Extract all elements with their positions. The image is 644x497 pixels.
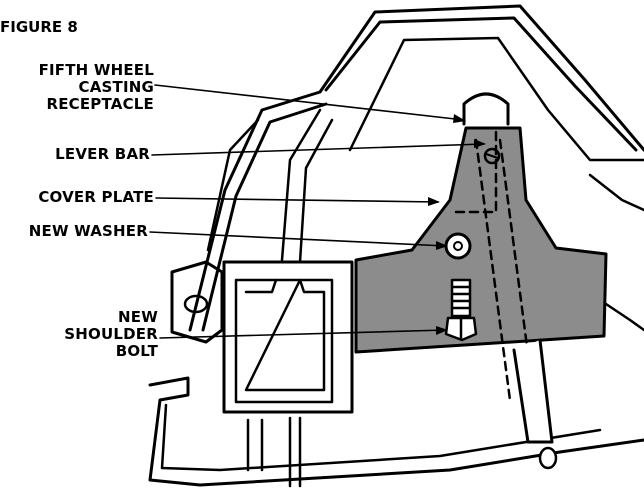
casting-housing-outline: [318, 4, 644, 152]
shoulder-bolt-threads: [450, 278, 472, 318]
casting-right-edge: [588, 173, 644, 332]
label-lever-bar: LEVER BAR: [55, 145, 150, 163]
arrowhead-cover-plate: [428, 197, 440, 206]
frame-support-posts: [246, 416, 302, 488]
leader-lever-bar: [151, 143, 485, 156]
left-bracket-arm: [188, 90, 328, 332]
label-cover-plate: COVER PLATE: [38, 188, 154, 206]
leader-fifth-wheel: [154, 84, 465, 121]
side-mount-tab: [170, 260, 224, 344]
lever-bar-lower: [512, 338, 554, 444]
label-line: CASTING: [78, 78, 154, 96]
lower-frame-rail: [148, 376, 644, 487]
label-line: FIFTH WHEEL: [38, 61, 154, 79]
leader-shoulder-bolt: [159, 329, 447, 339]
casting-housing-inner: [348, 36, 644, 162]
label-fifth-wheel-casting-receptacle: FIFTH WHEEL CASTING RECEPTACLE: [39, 62, 154, 113]
grease-fitting: [538, 446, 558, 470]
label-new-washer: NEW WASHER: [28, 222, 148, 240]
arrowhead-shoulder-bolt: [436, 326, 448, 335]
leader-new-washer: [149, 231, 447, 247]
mount-hole: [183, 294, 209, 314]
leader-cover-plate: [155, 197, 439, 203]
label-new-shoulder-bolt: NEW SHOULDER BOLT: [64, 309, 158, 360]
lever-bar-slot-mark: [485, 153, 499, 159]
arrowhead-lever-bar: [474, 139, 486, 148]
label-line: BOLT: [115, 342, 158, 360]
label-line: RECEPTACLE: [46, 95, 154, 113]
front-housing-latch: [244, 278, 326, 392]
lever-bar-slot: [483, 147, 501, 165]
figure-label: FIGURE 8: [0, 18, 78, 36]
front-housing-box: [222, 260, 354, 414]
lower-frame-rail-inner: [160, 403, 602, 472]
arrowhead-new-washer: [436, 241, 448, 250]
left-bracket-ribs: [206, 108, 334, 264]
cover-plate-shape: [354, 126, 608, 354]
label-line: NEW: [118, 308, 158, 326]
label-line: SHOULDER: [64, 325, 158, 343]
arrowhead-fifth-wheel: [453, 114, 466, 123]
washer-inner: [453, 241, 463, 251]
shoulder-bolt-head: [444, 316, 478, 342]
receptacle-cap: [462, 92, 510, 126]
